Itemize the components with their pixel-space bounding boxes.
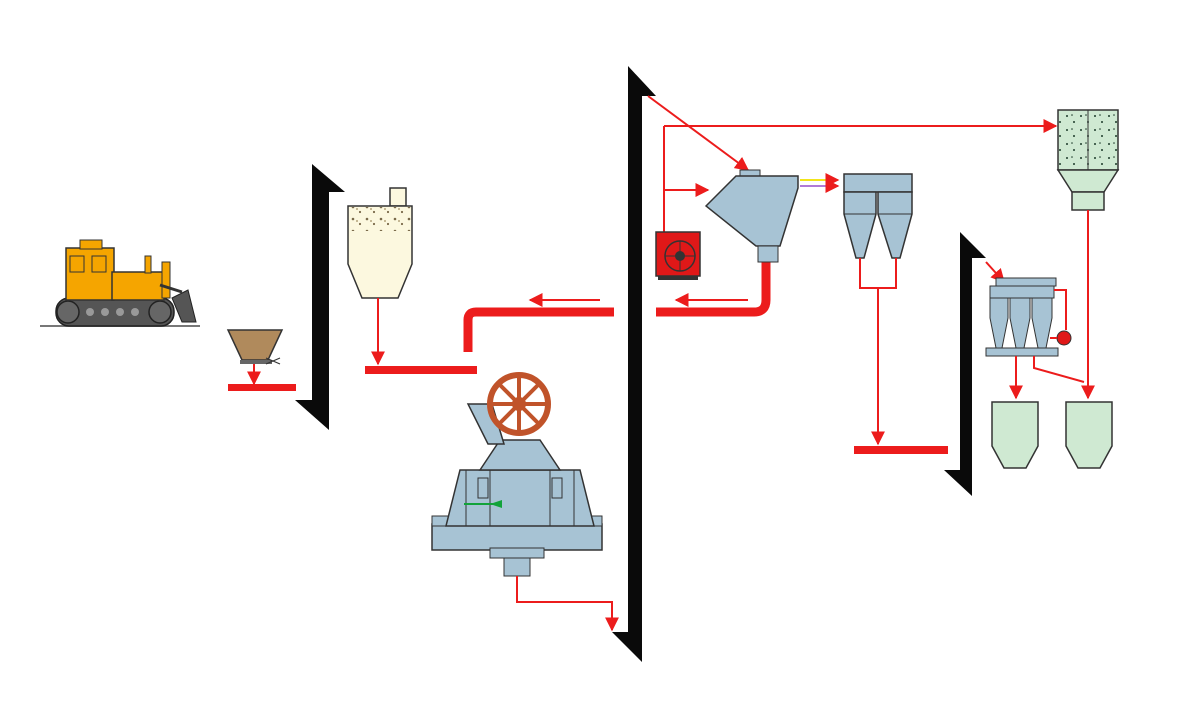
mill-icon: [431, 372, 603, 577]
elevator-icon: [295, 164, 345, 430]
separator-icon: [985, 277, 1072, 357]
elevator-icon: [612, 66, 656, 662]
elevator-icon: [944, 232, 986, 496]
cyclone-icon: [843, 173, 913, 259]
classifier-icon: [704, 169, 799, 263]
bin-icon: [991, 401, 1039, 469]
dust-collector-icon: [1056, 109, 1120, 211]
fan-icon: [655, 231, 701, 280]
bin-icon: [1065, 401, 1113, 469]
silo-icon: [347, 187, 413, 299]
bulldozer-icon: [40, 239, 200, 327]
hopper-icon: [226, 329, 284, 365]
